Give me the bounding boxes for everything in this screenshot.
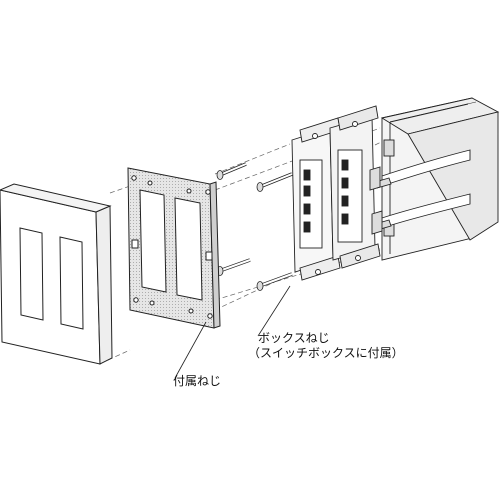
box-screws bbox=[216, 162, 293, 291]
box-screw-note-label: （スイッチボックスに付属） bbox=[248, 346, 404, 360]
included-screw-label: 付属ねじ bbox=[173, 374, 222, 388]
screw-lower-right bbox=[256, 272, 293, 291]
switch-modules bbox=[291, 105, 383, 281]
cover-plate bbox=[0, 183, 113, 365]
box-screw-label: ボックスねじ bbox=[258, 331, 330, 345]
leader-lines bbox=[174, 285, 291, 379]
screw-upper-left bbox=[216, 162, 247, 180]
cables bbox=[374, 149, 471, 231]
screw-upper-right bbox=[256, 172, 293, 192]
screw-lower-left bbox=[216, 258, 251, 276]
mounting-frame bbox=[127, 167, 221, 329]
